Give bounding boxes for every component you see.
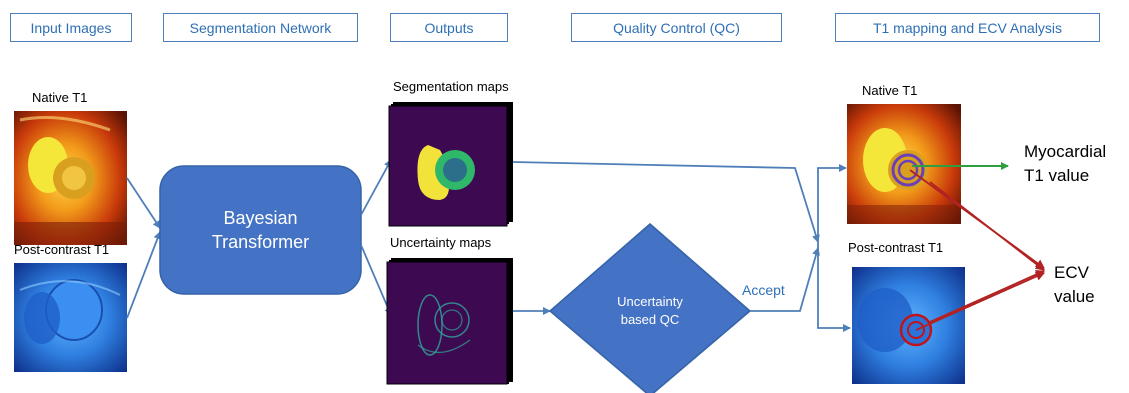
arrow-post-to-ecv	[915, 272, 1045, 331]
header-quality-control: Quality Control (QC)	[571, 13, 782, 42]
arrow-to-native-right	[817, 164, 847, 245]
native-t1-label-right: Native T1	[862, 83, 918, 98]
bayesian-transformer-label: Bayesian Transformer	[160, 206, 361, 254]
native-t1-image-left	[14, 111, 127, 245]
arrow-to-post-right	[817, 245, 851, 332]
uncertainty-qc-diamond	[548, 223, 752, 393]
accept-label: Accept	[742, 282, 785, 298]
segmentation-map-stack	[388, 102, 513, 227]
header-input-images: Input Images	[10, 13, 132, 42]
arrow-post-outer-to-ecv	[929, 270, 1045, 323]
arrow-transformer-to-uncertainty	[360, 244, 392, 316]
bayesian-line-1: Bayesian	[223, 208, 298, 228]
post-contrast-t1-image-right	[852, 267, 965, 384]
arrow-qc-to-analysis	[750, 247, 820, 312]
post-contrast-t1-label-right: Post-contrast T1	[848, 240, 944, 255]
post-contrast-t1-image-left	[14, 263, 127, 372]
arrow-transformer-to-segmentation	[360, 159, 392, 216]
arrow-native-to-transformer	[126, 177, 161, 229]
uncertainty-maps-label: Uncertainty maps	[390, 235, 492, 250]
post-contrast-t1-label-left: Post-contrast T1	[14, 242, 110, 257]
segmentation-maps-label: Segmentation maps	[393, 79, 509, 94]
qc-line-2: based QC	[620, 312, 680, 327]
bayesian-line-2: Transformer	[211, 232, 310, 252]
header-segmentation-network: Segmentation Network	[163, 13, 358, 42]
ecv-value-label: ECV value	[1054, 263, 1095, 306]
myocardial-line-1: Myocardial	[1024, 142, 1107, 161]
uncertainty-qc-label: Uncertainty based QC	[590, 293, 710, 329]
header-outputs: Outputs	[390, 13, 508, 42]
uncertainty-map-stack	[386, 258, 513, 385]
native-t1-label-left: Native T1	[32, 90, 88, 105]
native-t1-image-right	[847, 104, 961, 224]
bayesian-transformer-box	[159, 165, 362, 295]
qc-line-1: Uncertainty	[617, 294, 683, 309]
arrow-segmentation-to-analysis	[512, 161, 820, 243]
myocardial-line-2: T1 value	[1024, 166, 1090, 185]
arrow-post-to-transformer	[126, 231, 162, 319]
arrow-native-outer-to-ecv	[929, 181, 1045, 271]
myocardial-t1-value-label: Myocardial T1 value	[1024, 140, 1106, 188]
header-t1-ecv-analysis: T1 mapping and ECV Analysis	[835, 13, 1100, 42]
